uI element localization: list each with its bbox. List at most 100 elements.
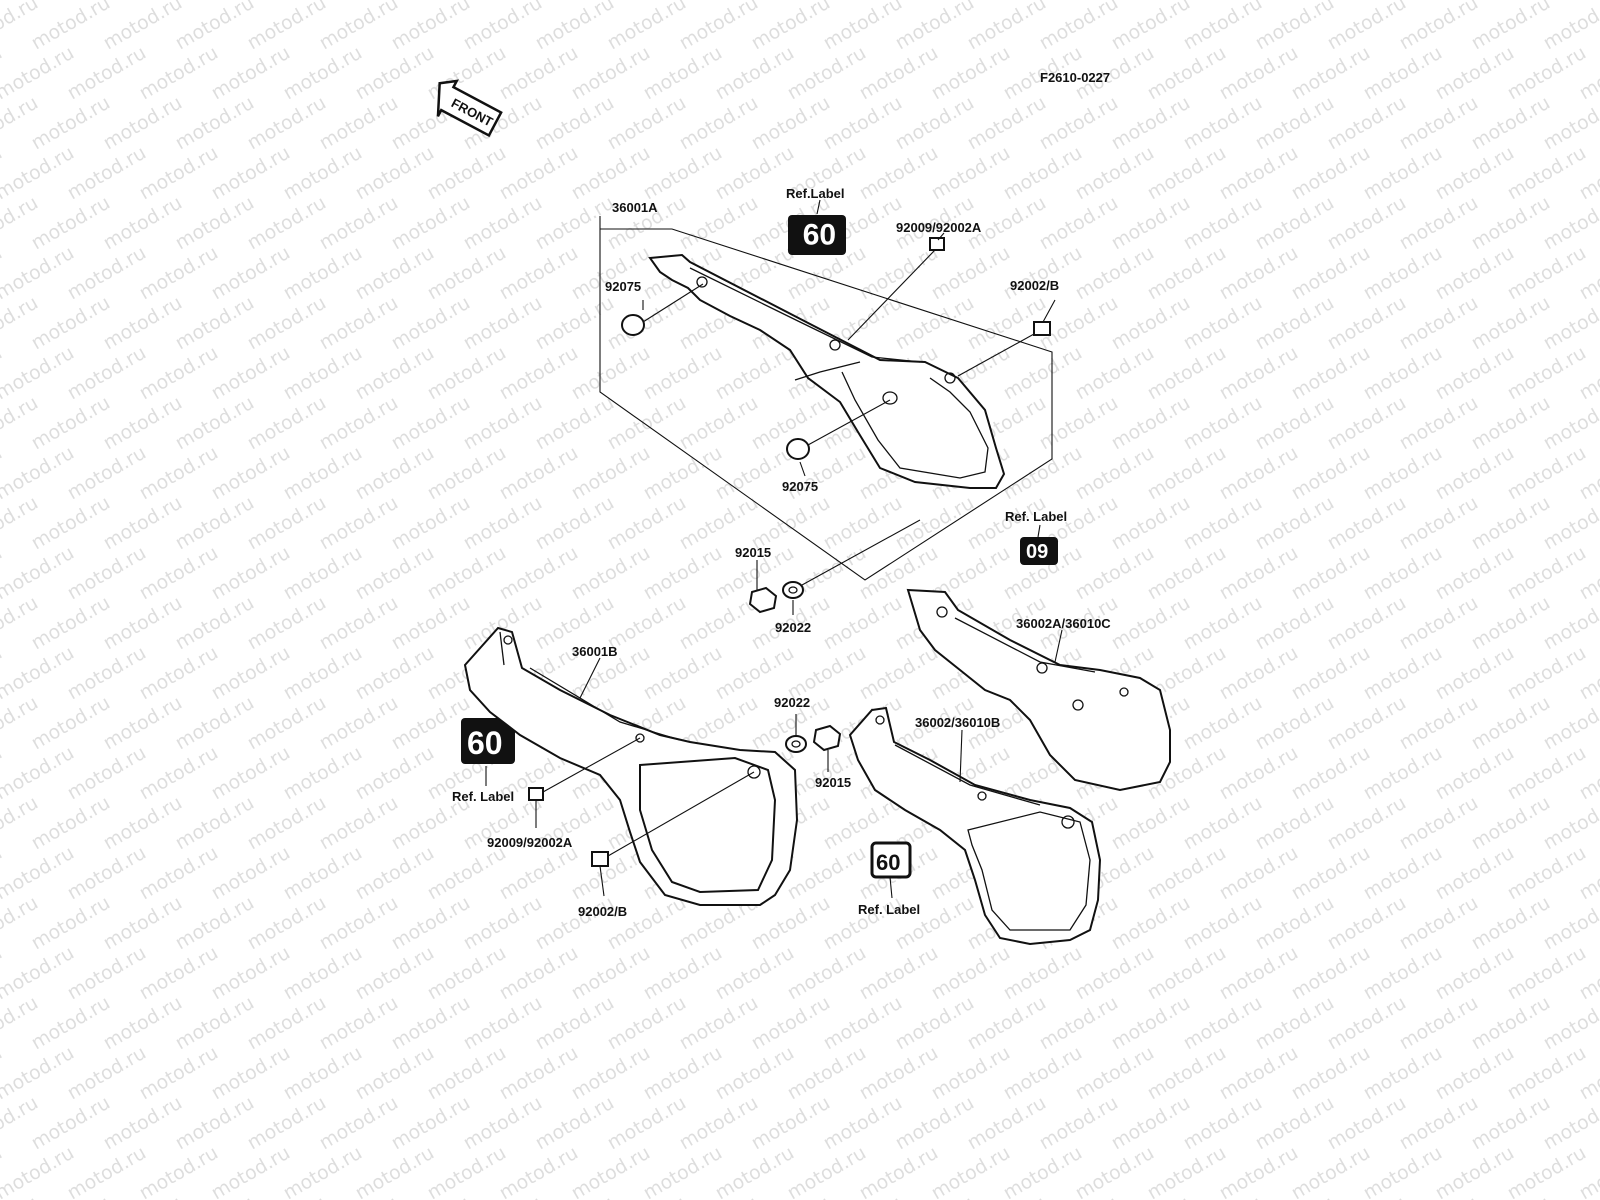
watermark-text: motod.ru bbox=[172, 192, 258, 255]
watermark-text: motod.ru bbox=[1252, 992, 1338, 1055]
watermark-text: motod.ru bbox=[640, 42, 726, 105]
watermark-text: motod.ru bbox=[136, 142, 222, 205]
label-92002B-bottom: 92002/B bbox=[578, 904, 627, 919]
watermark-text: motod.ru bbox=[1072, 342, 1158, 405]
watermark-text: motod.ru bbox=[280, 642, 366, 705]
label-36001B: 36001B bbox=[572, 644, 618, 659]
watermark-text: motod.ru bbox=[1324, 992, 1410, 1055]
watermark-text: motod.ru bbox=[460, 892, 546, 955]
watermark-text: motod.ru bbox=[1000, 1142, 1086, 1200]
label-92015-top: 92015 bbox=[735, 545, 771, 560]
label-92022-mid: 92022 bbox=[774, 695, 810, 710]
watermark-text: motod.ru bbox=[352, 242, 438, 305]
watermark-text: motod.ru bbox=[1036, 1092, 1122, 1155]
watermark-text: motod.ru bbox=[1252, 1092, 1338, 1155]
watermark-text: motod.ru bbox=[316, 392, 402, 455]
watermark-text: motod.ru bbox=[496, 842, 582, 905]
watermark-text: motod.ru bbox=[640, 942, 726, 1005]
watermark-text: motod.ru bbox=[1324, 392, 1410, 455]
watermark-text: motod.ru bbox=[388, 892, 474, 955]
watermark-text: motod.ru bbox=[100, 592, 186, 655]
watermark-text: motod.ru bbox=[748, 992, 834, 1055]
watermark-text: motod.ru bbox=[424, 342, 510, 405]
svg-text:60: 60 bbox=[876, 850, 900, 875]
watermark-text: motod.ru bbox=[1396, 392, 1482, 455]
watermark-text: motod.ru bbox=[28, 392, 114, 455]
watermark-text: motod.ru bbox=[1144, 42, 1230, 105]
watermark-text: motod.ru bbox=[100, 492, 186, 555]
watermark-text: motod.ru bbox=[640, 642, 726, 705]
watermark-text: motod.ru bbox=[892, 492, 978, 555]
watermark-text: motod.ru bbox=[820, 1092, 906, 1155]
watermark-text: motod.ru bbox=[136, 342, 222, 405]
watermark-text: motod.ru bbox=[1288, 1142, 1374, 1200]
watermark-text: motod.ru bbox=[64, 242, 150, 305]
watermark-text: motod.ru bbox=[424, 1142, 510, 1200]
watermark-text: motod.ru bbox=[1252, 92, 1338, 155]
watermark-text: motod.ru bbox=[532, 92, 618, 155]
watermark-text: motod.ru bbox=[1468, 692, 1554, 755]
watermark-text: motod.ru bbox=[496, 142, 582, 205]
watermark-text: motod.ru bbox=[892, 992, 978, 1055]
watermark-text: motod.ru bbox=[208, 442, 294, 505]
watermark-text: motod.ru bbox=[1216, 242, 1302, 305]
watermark-text: motod.ru bbox=[640, 1042, 726, 1105]
watermark-text: motod.ru bbox=[1072, 942, 1158, 1005]
side-cover-36001A bbox=[648, 253, 1006, 489]
watermark-text: motod.ru bbox=[1288, 442, 1374, 505]
watermark-text: motod.ru bbox=[352, 342, 438, 405]
watermark-text: motod.ru bbox=[784, 42, 870, 105]
label-36002-36010B: 36002/36010B bbox=[915, 715, 1000, 730]
watermark-text: motod.ru bbox=[1144, 942, 1230, 1005]
watermark-text: motod.ru bbox=[1000, 1042, 1086, 1105]
watermark-text: motod.ru bbox=[1180, 592, 1266, 655]
watermark-text: motod.ru bbox=[1504, 242, 1590, 305]
watermark-text: motod.ru bbox=[1468, 1092, 1554, 1155]
watermark-text: motod.ru bbox=[388, 292, 474, 355]
watermark-text: motod.ru bbox=[1216, 942, 1302, 1005]
watermark-text: motod.ru bbox=[1288, 542, 1374, 605]
watermark-text: motod.ru bbox=[856, 1142, 942, 1200]
label-36001A: 36001A bbox=[612, 200, 658, 215]
watermark-text: motod.ru bbox=[604, 892, 690, 955]
watermark-text: motod.ru bbox=[568, 1042, 654, 1105]
watermark-text: motod.ru bbox=[1324, 792, 1410, 855]
watermark-text: motod.ru bbox=[1144, 1142, 1230, 1200]
watermark-text: motod.ru bbox=[64, 542, 150, 605]
watermark-text: motod.ru bbox=[640, 342, 726, 405]
watermark-text: motod.ru bbox=[1432, 1142, 1518, 1200]
watermark-text: motod.ru bbox=[244, 592, 330, 655]
watermark-text: motod.ru bbox=[424, 1042, 510, 1105]
watermark-text: motod.ru bbox=[244, 692, 330, 755]
watermark-text: motod.ru bbox=[100, 192, 186, 255]
watermark-text: motod.ru bbox=[280, 842, 366, 905]
watermark-text: motod.ru bbox=[640, 142, 726, 205]
watermark-text: motod.ru bbox=[856, 142, 942, 205]
watermark-text: motod.ru bbox=[496, 42, 582, 105]
watermark-text: motod.ru bbox=[1000, 342, 1086, 405]
watermark-text: motod.ru bbox=[316, 292, 402, 355]
watermark-text: motod.ru bbox=[1216, 42, 1302, 105]
watermark-text: motod.ru bbox=[964, 92, 1050, 155]
watermark-text: motod.ru bbox=[352, 442, 438, 505]
grommet-92075-bottom bbox=[786, 391, 898, 460]
watermark-text: motod.ru bbox=[316, 592, 402, 655]
watermark-text: motod.ru bbox=[748, 1092, 834, 1155]
watermark-text: motod.ru bbox=[676, 1092, 762, 1155]
watermark-text: motod.ru bbox=[136, 642, 222, 705]
watermark-text: motod.ru bbox=[1108, 1092, 1194, 1155]
watermark-text: motod.ru bbox=[1180, 792, 1266, 855]
watermark-text: motod.ru bbox=[280, 42, 366, 105]
leader-lines bbox=[485, 199, 1063, 899]
watermark-text: motod.ru bbox=[496, 942, 582, 1005]
watermark-text: motod.ru bbox=[1000, 942, 1086, 1005]
watermark-text: motod.ru bbox=[1180, 92, 1266, 155]
watermark-text: motod.ru bbox=[460, 992, 546, 1055]
watermark-text: motod.ru bbox=[1216, 342, 1302, 405]
watermark-text: motod.ru bbox=[784, 1042, 870, 1105]
watermark-text: motod.ru bbox=[316, 92, 402, 155]
watermark-text: motod.ru bbox=[64, 142, 150, 205]
watermark-text: motod.ru bbox=[1144, 1042, 1230, 1105]
watermark-text: motod.ru bbox=[1360, 942, 1446, 1005]
watermark-text: motod.ru bbox=[208, 842, 294, 905]
